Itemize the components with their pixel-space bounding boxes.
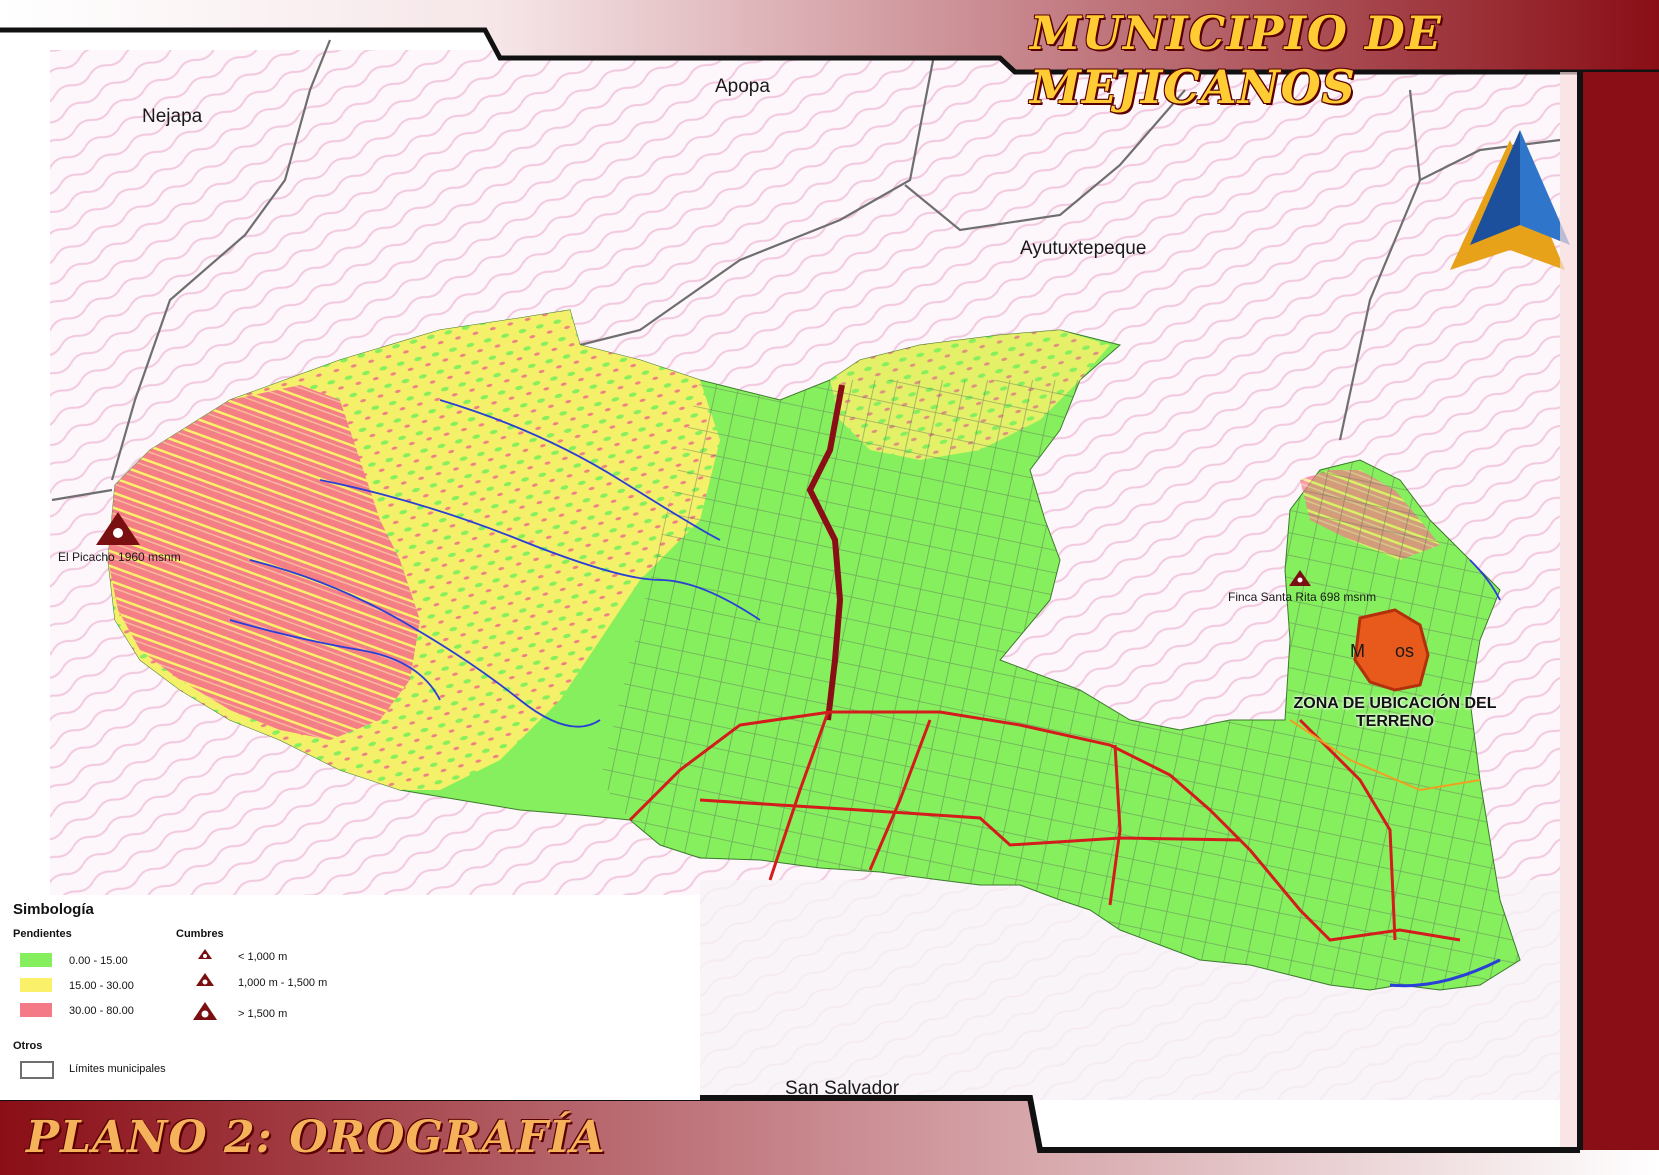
legend-others-header: Otros <box>13 1040 43 1052</box>
label-site-zone-line2: TERRENO <box>1355 713 1435 730</box>
label-san-salvador: San Salvador <box>785 1078 900 1099</box>
legend-label-peak-medium: 1,000 m - 1,500 m <box>238 977 328 989</box>
legend-label-slope-mid: 15.00 - 30.00 <box>69 980 134 992</box>
slope-pink-zone <box>108 385 420 740</box>
legend-swatch-boundary <box>20 1061 54 1079</box>
label-el-picacho: El Picacho 1960 msnm <box>58 550 181 564</box>
label-town-fragment: M os <box>1350 641 1415 661</box>
legend-peak-small-icon <box>198 949 212 959</box>
label-ayutuxtepeque: Ayutuxtepeque <box>1020 238 1147 259</box>
header-banner <box>0 0 1659 75</box>
legend-swatch-slope-mid <box>20 978 52 992</box>
legend-swatch-slope-low <box>20 953 52 967</box>
municipal-boundaries <box>51 39 1561 502</box>
legend-panel: Simbología Pendientes 0.00 - 15.00 15.00… <box>0 895 700 1100</box>
legend-label-slope-high: 30.00 - 80.00 <box>69 1005 134 1017</box>
right-frame <box>1560 72 1659 1175</box>
peak-marker-el-picacho <box>96 512 140 545</box>
rivers <box>229 399 1501 988</box>
legend-slopes-header: Pendientes <box>13 928 72 940</box>
legend-title: Simbología <box>13 901 94 918</box>
legend-label-slope-low: 0.00 - 15.00 <box>69 955 128 967</box>
legend-peaks-header: Cumbres <box>176 928 224 940</box>
map-title: MUNICIPIO DE MEJICANOS <box>1030 6 1442 114</box>
label-apopa: Apopa <box>715 76 770 97</box>
label-site-zone: ZONA DE UBICACIÓN DEL TERRENO <box>1265 695 1525 731</box>
legend-swatch-slope-high <box>20 1003 52 1017</box>
peak-marker-finca-santa-rita <box>1289 570 1311 586</box>
site-zone-polygon <box>1353 608 1430 692</box>
legend-label-peak-small: < 1,000 m <box>238 951 288 963</box>
legend-peak-large-icon <box>193 1002 217 1020</box>
label-finca-santa-rita: Finca Santa Rita 698 msnm <box>1228 590 1377 604</box>
municipality-slope-map <box>107 309 1521 991</box>
legend-label-peak-large: > 1,500 m <box>238 1008 288 1020</box>
main-roads <box>628 384 1481 942</box>
north-arrow-icon <box>1450 130 1570 270</box>
label-nejapa: Nejapa <box>142 106 203 127</box>
legend-peak-icons <box>193 949 217 1020</box>
legend-peak-medium-icon <box>196 973 214 986</box>
legend-label-boundary: Límites municipales <box>69 1063 166 1075</box>
plan-title: PLANO 2: OROGRAFÍA <box>26 1112 606 1163</box>
label-site-zone-line1: ZONA DE UBICACIÓN DEL <box>1293 695 1497 712</box>
